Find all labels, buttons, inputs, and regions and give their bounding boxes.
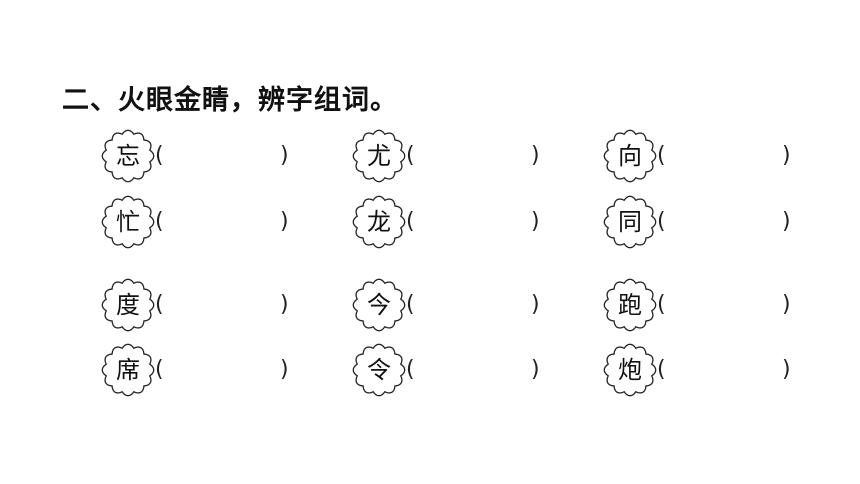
answer-close-paren: ) [280,357,289,382]
word-item: 跑 () [602,277,802,333]
flower-frame: 度 [100,277,156,333]
word-item: 向 () [602,128,802,184]
flower-frame: 龙 [351,194,407,250]
answer-open-paren: ( [657,292,666,317]
flower-outline-icon [352,278,406,332]
character: 向 [618,142,642,170]
flower-outline-icon [603,343,657,397]
answer-open-paren: ( [406,143,415,168]
character: 龙 [367,208,391,236]
flower-outline-icon [101,195,155,249]
flower-frame: 跑 [602,277,658,333]
answer-open-paren: ( [406,292,415,317]
answer-open-paren: ( [657,357,666,382]
word-item: 忙 () [100,194,300,250]
answer-open-paren: ( [155,209,164,234]
flower-outline-icon [352,195,406,249]
answer-close-paren: ) [782,292,791,317]
character: 忘 [116,142,140,170]
word-item: 同 () [602,194,802,250]
flower-frame: 向 [602,128,658,184]
flower-frame: 席 [100,342,156,398]
flower-frame: 炮 [602,342,658,398]
character: 炮 [618,356,642,384]
flower-outline-icon [101,343,155,397]
answer-open-paren: ( [155,357,164,382]
answer-close-paren: ) [782,143,791,168]
word-item: 炮 () [602,342,802,398]
answer-open-paren: ( [406,357,415,382]
flower-frame: 尤 [351,128,407,184]
answer-open-paren: ( [657,209,666,234]
word-item: 今 () [351,277,551,333]
flower-outline-icon [352,343,406,397]
word-item: 令 () [351,342,551,398]
answer-close-paren: ) [280,143,289,168]
answer-close-paren: ) [531,209,540,234]
word-item: 忘 () [100,128,300,184]
flower-outline-icon [603,195,657,249]
word-item: 席 () [100,342,300,398]
answer-close-paren: ) [782,357,791,382]
flower-frame: 忙 [100,194,156,250]
character: 尤 [367,142,391,170]
answer-close-paren: ) [531,357,540,382]
character: 同 [618,208,642,236]
answer-close-paren: ) [531,143,540,168]
character: 今 [367,291,391,319]
answer-open-paren: ( [155,292,164,317]
word-item: 龙 () [351,194,551,250]
flower-outline-icon [352,129,406,183]
flower-outline-icon [101,129,155,183]
character: 席 [116,356,140,384]
character: 度 [116,291,140,319]
character: 忙 [116,208,140,236]
flower-frame: 令 [351,342,407,398]
flower-outline-icon [101,278,155,332]
flower-frame: 同 [602,194,658,250]
answer-close-paren: ) [280,292,289,317]
flower-outline-icon [603,278,657,332]
word-item: 度 () [100,277,300,333]
answer-close-paren: ) [280,209,289,234]
answer-open-paren: ( [155,143,164,168]
word-item: 尤 () [351,128,551,184]
flower-outline-icon [603,129,657,183]
section-title: 二、火眼金睛，辨字组词。 [62,85,398,116]
answer-close-paren: ) [531,292,540,317]
character: 跑 [618,291,642,319]
flower-frame: 忘 [100,128,156,184]
answer-close-paren: ) [782,209,791,234]
character: 令 [367,356,391,384]
answer-open-paren: ( [657,143,666,168]
flower-frame: 今 [351,277,407,333]
answer-open-paren: ( [406,209,415,234]
